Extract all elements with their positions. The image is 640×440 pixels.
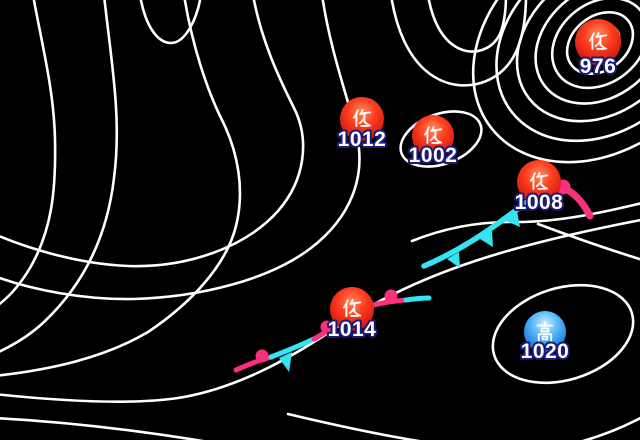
isobar-ring-8 [491,283,635,385]
glyph-stroke [429,133,437,142]
glyph-stroke [358,116,366,125]
glyph-stroke [594,39,602,48]
glyph-stroke [599,43,608,50]
isobar-contour-4 [0,0,305,268]
isobar-ring-2 [550,0,640,90]
glyph-stroke [431,126,435,132]
isobar-contour-8 [0,218,640,403]
isobar-ring-1 [565,10,635,76]
glyph-stroke [535,179,543,188]
marker-circle [340,97,384,141]
marker-value-label: 976 [580,55,617,78]
marker-circle [575,19,621,65]
glyph-stroke [596,32,600,38]
isobar-ring-5 [495,0,640,143]
cold-front-triangle-pip-1 [480,230,493,247]
stationary-front-round-pip-2 [384,289,398,303]
glyph-stroke [537,333,553,342]
marker-circle [412,115,454,157]
isobar-contour-1 [0,0,119,353]
pressure-marker-low-1008[interactable]: 1008 [513,160,565,216]
marker-value-label: 1020 [521,340,570,363]
marker-value-label: 1008 [515,191,564,214]
isobar-ring-6 [471,0,640,164]
marker-symbol-glyph-低 [589,32,608,50]
isobar-contour-2 [139,0,202,45]
glyph-stroke [434,137,443,144]
glyph-stroke [350,299,354,305]
stationary-front-triangle-pip-0 [279,352,292,372]
pressure-marker-high-1020[interactable]: 1020 [519,311,571,365]
marker-value-label: 1012 [338,128,387,151]
glyph-stroke [353,310,362,317]
isobar-contour-11 [0,417,205,440]
isobar-contour-10 [536,222,640,261]
glyph-stroke [537,172,541,178]
cold-front-triangle-pip-0 [447,252,460,268]
stationary-front-round-pip-1 [320,320,334,334]
isobar-ring-3 [534,0,640,105]
marker-value-label: 1002 [409,144,458,167]
pressure-marker-low-1012[interactable]: 1012 [336,97,388,153]
isobar-contour-12 [286,412,640,440]
pressure-marker-low-1014[interactable]: 1014 [326,287,378,343]
glyph-stroke [540,327,550,333]
marker-symbol-glyph-低 [353,109,372,127]
marker-symbol-glyph-高 [536,321,554,342]
stationary-front-segment-cold-4 [403,295,432,303]
cold-front-triangle-pip-2 [506,211,520,227]
isobar-contour-7 [427,0,508,53]
glyph-stroke [541,335,549,341]
marker-value-label: 1014 [328,318,377,341]
cold-front [421,193,538,269]
stationary-front-round-pip-0 [255,349,269,363]
glyph-stroke [363,120,372,127]
cold-front-segment-cold-0 [421,193,538,269]
isobar-contour-5 [0,0,361,301]
marker-circle [330,287,374,331]
isobar-contour-3 [0,0,242,377]
marker-circle [517,160,561,204]
pressure-marker-low-976[interactable]: 976 [575,19,621,80]
glyph-stroke [360,109,364,115]
isobar-ring-4 [515,0,640,123]
pressure-marker-layer: 976 1012 1002 1008 1014 1020 [326,19,621,365]
glyph-stroke [540,183,549,190]
marker-symbol-glyph-低 [424,126,443,144]
marker-symbol-glyph-低 [343,299,362,317]
pressure-marker-low-1002[interactable]: 1002 [407,115,459,169]
glyph-stroke [348,306,356,315]
marker-symbol-glyph-低 [530,172,549,190]
